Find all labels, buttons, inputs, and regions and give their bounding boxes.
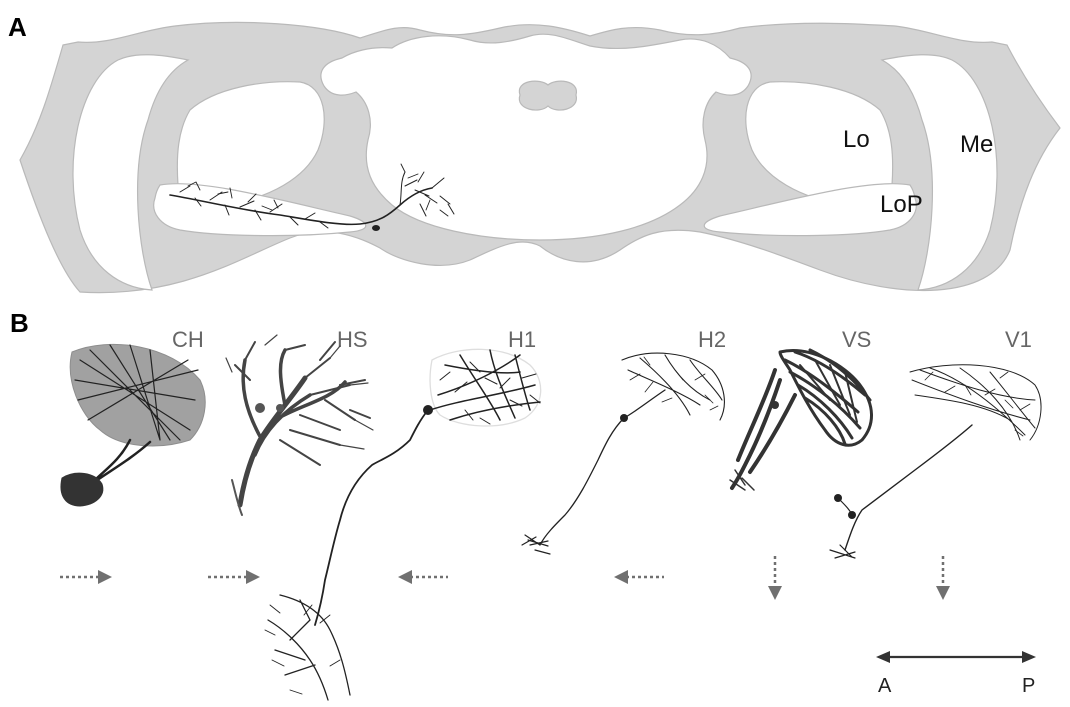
label-lobula: Lo [843,126,870,153]
neuron-label-hs: HS [337,327,368,352]
neuron-ch [61,344,205,506]
esophageal-lobe [519,81,576,110]
motion-arrow-vs [768,556,782,600]
neuron-label-vs: VS [842,327,871,352]
label-lobula-plate: LoP [880,191,923,218]
neuron-label-h1: H1 [508,327,536,352]
axis-label-anterior: A [878,675,892,697]
motion-arrow-v1 [936,556,950,600]
neuron-h1 [265,349,541,700]
motion-arrow-ch [60,570,112,584]
motion-arrow-h2 [614,570,664,584]
neuron-hs [226,335,373,515]
neuron-h2 [522,353,724,554]
anterior-posterior-axis: A P [876,651,1036,697]
neuron-label-ch: CH [172,327,204,352]
neuron-vs [730,350,872,490]
neuron-label-v1: V1 [1005,327,1032,352]
panel-a-letter: A [8,12,27,42]
panel-a: A Lo Me LoP [8,12,1060,293]
neuron-label-h2: H2 [698,327,726,352]
label-medulla: Me [960,131,993,158]
axis-label-posterior: P [1022,675,1035,697]
panel-b: B CH HS H1 H2 VS V1 [10,308,1041,700]
panel-b-letter: B [10,308,29,338]
motion-arrow-hs [208,570,260,584]
motion-arrow-h1 [398,570,448,584]
